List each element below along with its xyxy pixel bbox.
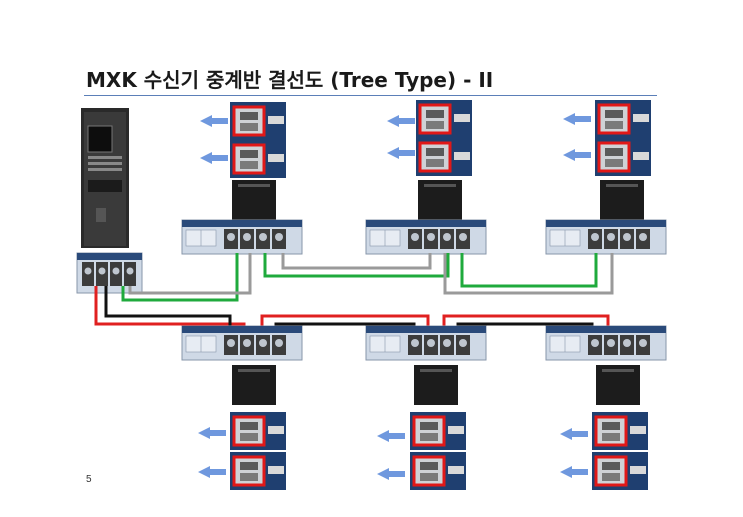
control-box-icon [232,365,276,405]
signal-arrow-icon [200,115,228,127]
terminal-block-icon [181,325,303,361]
relay-module-icon [408,410,468,452]
lower-repeater-units [198,365,650,492]
terminal-block-icon [545,219,667,255]
signal-arrow-icon [563,113,591,125]
signal-arrow-icon [377,430,405,442]
signal-arrow-icon [560,428,588,440]
relay-module-icon [414,136,474,178]
relay-module-icon [593,98,653,140]
lower-power-wires [94,286,610,345]
terminal-block-icon [181,219,303,255]
signal-arrow-icon [387,147,415,159]
signal-arrow-icon [563,149,591,161]
control-box-icon [232,180,276,220]
relay-module-icon [408,450,468,492]
relay-module-icon [590,410,650,452]
control-box-icon [600,180,644,220]
signal-arrow-icon [377,468,405,480]
control-box-icon [418,180,462,220]
control-box-icon [414,365,458,405]
upper-signal-wires [121,253,614,302]
signal-arrow-icon [560,466,588,478]
signal-arrow-icon [200,152,228,164]
relay-module-icon [593,136,653,178]
receiver-cabinet-icon [81,108,129,248]
control-box-icon [596,365,640,405]
receiver-terminal-block-icon [76,252,143,294]
relay-module-icon [414,98,474,140]
relay-module-icon [228,138,288,180]
relay-module-icon [228,100,288,142]
relay-module-icon [590,450,650,492]
terminal-block-icon [365,325,487,361]
signal-arrow-icon [387,115,415,127]
page-number: 5 [86,474,92,485]
signal-arrow-icon [198,466,226,478]
upper-repeater-units [200,98,653,220]
title-underline [84,95,657,96]
terminal-block-icon [545,325,667,361]
page-title: MXK 수신기 중계반 결선도 (Tree Type) - II [86,68,494,92]
signal-arrow-icon [198,427,226,439]
relay-module-icon [228,450,288,492]
relay-module-icon [228,410,288,452]
terminal-block-icon [365,219,487,255]
